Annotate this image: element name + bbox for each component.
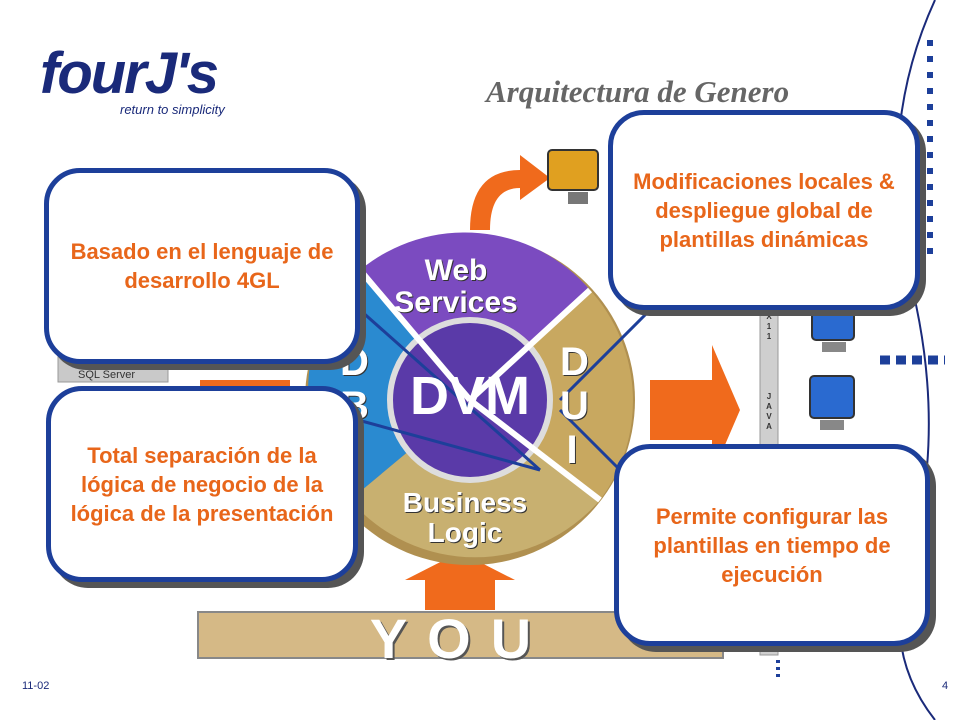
callout-pointer xyxy=(357,418,541,472)
wheel-right-label: D U I xyxy=(560,340,589,472)
up-arrow-icon xyxy=(405,552,515,610)
wheel-top-label: Web Services xyxy=(394,254,518,319)
monitor-icon xyxy=(811,299,855,352)
callout-pointer xyxy=(558,408,622,472)
wheel-bottom-label: Business Logic xyxy=(402,487,528,548)
wheel-center-label: DVM xyxy=(410,366,530,426)
fourjs-logo: fourJ's xyxy=(40,41,219,106)
monitor-icon xyxy=(809,375,855,430)
you-banner-label: YOU xyxy=(369,607,552,670)
computer-icon xyxy=(547,149,599,204)
logo-tagline: return to simplicity xyxy=(120,102,225,117)
callout-runtime-config: Permite configurar las plantillas en tie… xyxy=(614,444,930,646)
x11-label: X 1 1 xyxy=(766,312,772,341)
wheel-top-segment xyxy=(360,232,590,400)
sql-server-label: SQL Server xyxy=(78,369,136,381)
callout-pointer xyxy=(359,308,541,472)
java-label: J A V A xyxy=(766,392,772,431)
callout-separation: Total separación de la lógica de negocio… xyxy=(46,386,358,582)
curved-arrow-icon xyxy=(470,155,550,230)
callout-4gl: Basado en el lenguaje de desarrollo 4GL xyxy=(44,168,360,364)
callout-pointer xyxy=(558,298,662,402)
spoke-1 xyxy=(357,268,473,402)
page-title: Arquitectura de Genero xyxy=(486,74,790,109)
spoke-2 xyxy=(467,287,593,403)
right-arrow-icon xyxy=(650,345,740,475)
footer-date: 11-02 xyxy=(22,680,50,692)
callout-templates-global: Modificaciones locales & despliegue glob… xyxy=(608,110,920,310)
spoke-3 xyxy=(468,397,602,503)
page-number: 4 xyxy=(942,680,949,692)
